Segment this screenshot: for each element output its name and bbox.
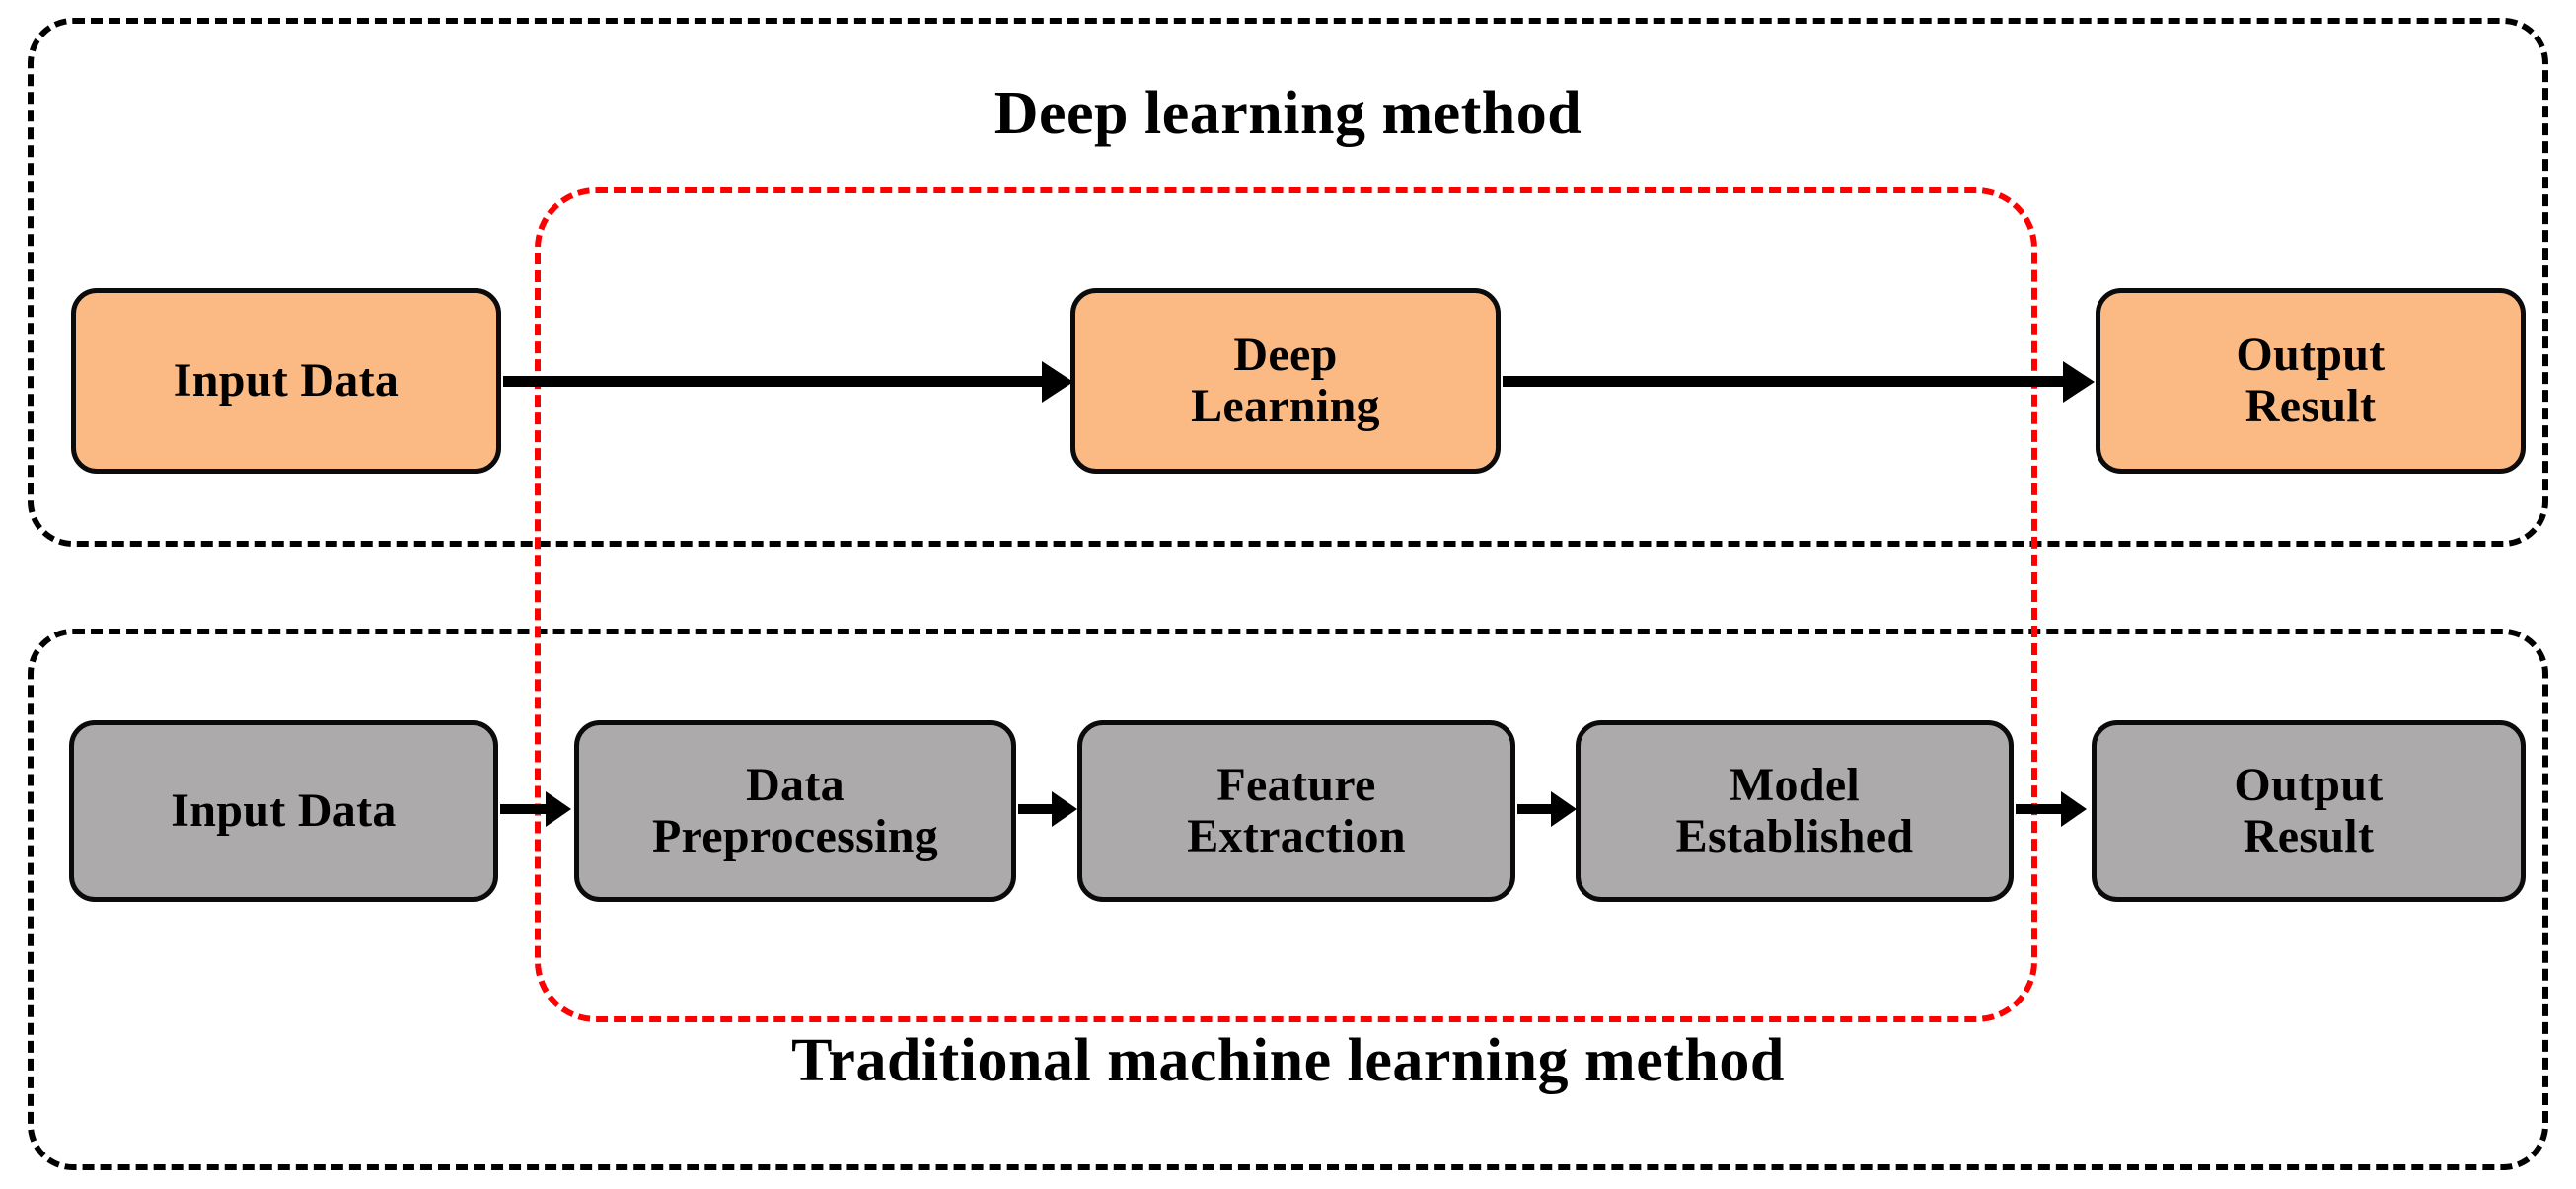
traditional-ml-group-container	[28, 629, 2548, 1170]
node-model-established[interactable]: Model Established	[1576, 720, 2014, 902]
node-label-line: Learning	[1191, 380, 1380, 432]
node-deep-input-data[interactable]: Input Data	[71, 288, 501, 474]
node-label-line: Input Data	[171, 784, 397, 838]
node-label-line: Input Data	[173, 354, 400, 408]
node-deep-learning[interactable]: Deep Learning	[1070, 288, 1501, 474]
deep-learning-group-title: Deep learning method	[994, 80, 1582, 147]
deep-learning-group-container	[28, 18, 2548, 547]
node-trad-input-data[interactable]: Input Data	[69, 720, 498, 902]
arrow-feature-extraction-to-model	[1517, 804, 1553, 814]
node-label-line: Established	[1675, 810, 1914, 862]
node-label-line: Model	[1729, 759, 1861, 812]
arrow-deep-learning-to-output	[1503, 376, 2065, 387]
node-deep-output-result[interactable]: Output Result	[2096, 288, 2526, 474]
node-label-line: Preprocessing	[651, 810, 939, 862]
node-data-preprocessing[interactable]: Data Preprocessing	[574, 720, 1016, 902]
node-trad-output-result[interactable]: Output Result	[2092, 720, 2526, 902]
node-label-line: Deep	[1233, 329, 1338, 382]
arrow-deep-input-to-deep-learning	[503, 376, 1044, 387]
node-label-line: Output	[2234, 759, 2384, 812]
node-label-line: Result	[2245, 380, 2377, 432]
node-label-line: Output	[2236, 329, 2386, 382]
arrow-model-to-trad-output	[2016, 804, 2063, 814]
traditional-ml-group-title: Traditional machine learning method	[791, 1027, 1785, 1094]
node-label-line: Extraction	[1187, 810, 1406, 862]
node-feature-extraction[interactable]: Feature Extraction	[1077, 720, 1515, 902]
node-label-line: Data	[746, 759, 845, 812]
arrow-trad-input-to-preprocessing	[500, 804, 548, 814]
node-label-line: Result	[2243, 810, 2375, 862]
node-label-line: Feature	[1216, 759, 1376, 812]
arrow-preprocessing-to-feature-extraction	[1018, 804, 1054, 814]
